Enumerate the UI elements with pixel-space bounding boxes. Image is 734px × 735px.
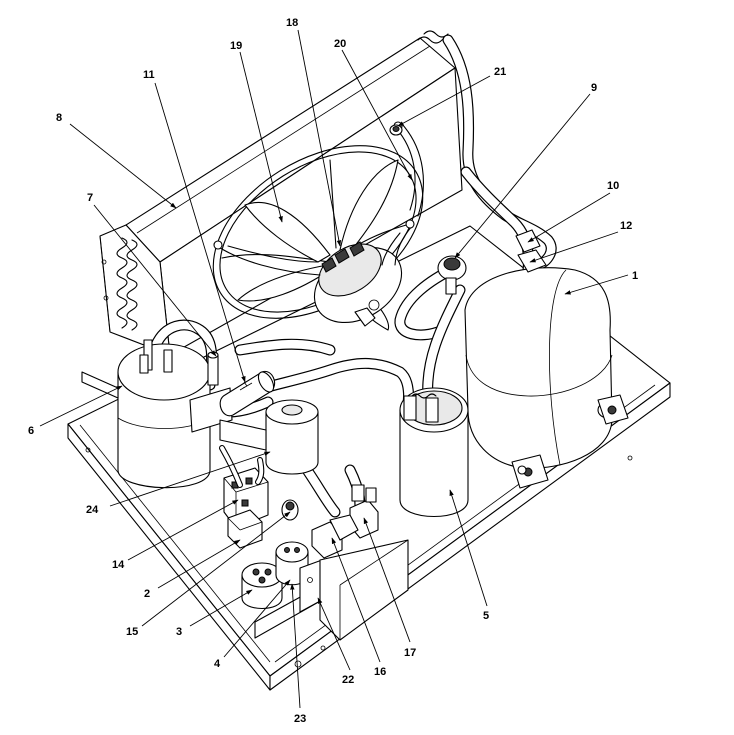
callout-22: 22 — [342, 674, 354, 686]
leader-14 — [127, 499, 239, 561]
valve-7 — [207, 351, 219, 386]
service-valves — [311, 484, 379, 559]
callout-19: 19 — [230, 40, 242, 52]
leader-3 — [189, 589, 253, 627]
leader-11 — [154, 82, 246, 383]
callout-16: 16 — [374, 666, 386, 678]
suction-accumulator — [399, 387, 469, 517]
callout-18: 18 — [286, 17, 298, 29]
leader-5 — [449, 489, 488, 607]
leader-15 — [141, 511, 291, 627]
callout-9: 9 — [591, 82, 597, 94]
callout-6: 6 — [28, 425, 34, 437]
condenser-coil — [99, 30, 463, 356]
callout-11: 11 — [143, 69, 155, 81]
callout-20: 20 — [334, 38, 346, 50]
callout-14: 14 — [112, 559, 125, 571]
callout-5: 5 — [483, 610, 489, 622]
leader-9 — [454, 93, 591, 259]
leader-6 — [39, 385, 123, 427]
leader-1 — [564, 274, 629, 295]
leader-lines — [39, 29, 629, 709]
leader-8 — [69, 123, 177, 209]
callout-15: 15 — [126, 626, 138, 638]
leader-16 — [331, 537, 381, 663]
leader-17 — [363, 517, 411, 643]
callout-12: 12 — [620, 220, 632, 232]
callout-labels: 1 2 3 4 5 6 7 8 9 10 11 12 14 15 16 17 1… — [28, 17, 638, 725]
wiring — [219, 445, 265, 488]
leader-20 — [341, 49, 413, 181]
leader-7 — [93, 204, 217, 357]
filter-drier — [219, 370, 276, 417]
callout-21: 21 — [494, 66, 506, 78]
leader-10 — [527, 192, 611, 243]
leader-23 — [290, 583, 301, 709]
fan-motor — [313, 241, 403, 327]
callout-8: 8 — [56, 112, 62, 124]
capacitor-small — [275, 541, 309, 586]
leader-24 — [109, 451, 271, 507]
pressure-switch — [281, 499, 299, 521]
leader-19 — [239, 51, 283, 223]
callout-1: 1 — [632, 270, 638, 282]
start-relay — [227, 509, 263, 549]
callout-2: 2 — [144, 588, 150, 600]
pressure-control — [437, 255, 467, 295]
capacitor-24 — [219, 399, 319, 475]
leader-12 — [529, 231, 619, 263]
compressor — [464, 267, 629, 489]
callout-17: 17 — [404, 647, 416, 659]
callout-24: 24 — [86, 504, 99, 516]
leader-22 — [317, 597, 351, 671]
sight-glass — [389, 124, 403, 136]
leader-2 — [157, 539, 241, 589]
leader-18 — [297, 29, 342, 247]
callout-7: 7 — [87, 192, 93, 204]
callout-23: 23 — [294, 713, 306, 725]
callout-4: 4 — [214, 658, 221, 670]
leader-21 — [397, 75, 491, 127]
coil-return-bends — [116, 237, 138, 331]
leader-4 — [223, 579, 291, 658]
callout-3: 3 — [176, 626, 182, 638]
callout-10: 10 — [607, 180, 619, 192]
